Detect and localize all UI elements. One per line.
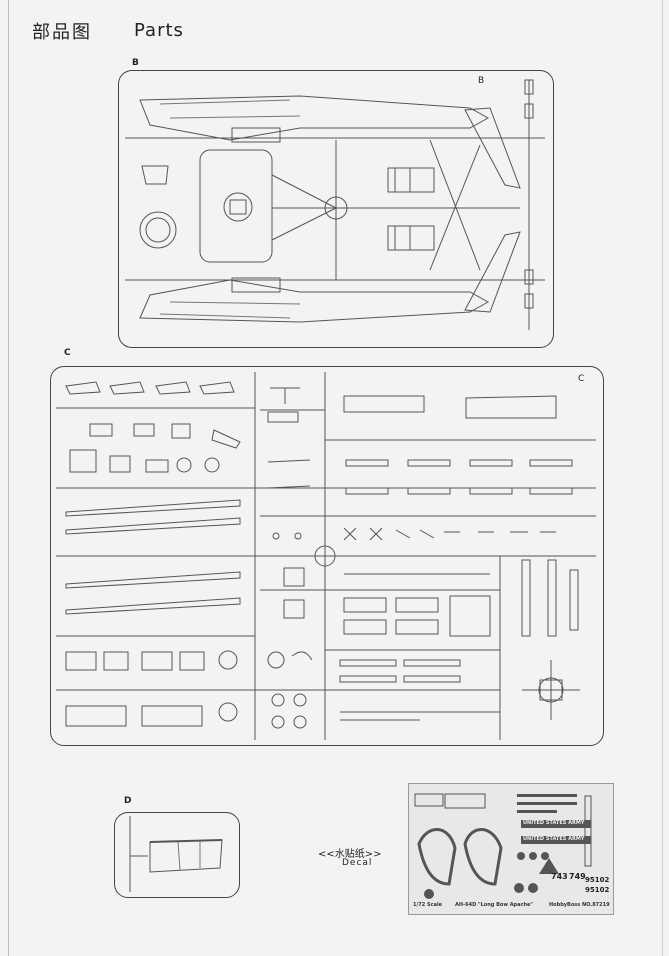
army-text-1: UNITED STATES ARMY [523,820,585,826]
faded-print: · [92,924,95,932]
rotor-blade-1 [65,499,241,517]
rotor-blade-2 [65,517,241,535]
engine-nacelle-2 [387,225,435,251]
sprue-b-frame [118,70,554,348]
decal-artwork [414,793,592,899]
page-title: Parts [134,20,184,41]
aircraft-code-1: 743 [551,872,568,881]
aircraft-code-2: 749 [569,872,586,881]
sprue-d-frame [114,812,240,898]
hellfire-missiles [345,459,573,495]
decal-label: Decal [342,858,373,868]
sprue-c-gate-circle [314,545,336,567]
sprue-b-runner-frame [199,149,273,263]
decal-sheet: UNITED STATES ARMY UNITED STATES ARMY 74… [408,783,614,915]
page-edge [662,0,663,956]
stub-wing [465,395,557,419]
decal-brand: HobbyBoss NO.87219 [549,902,610,908]
decal-model-name: AH-64D "Long Bow Apache" [455,902,534,908]
army-text-2: UNITED STATES ARMY [523,836,585,842]
tail-boom-upper [464,107,521,189]
canopy-part [343,395,425,413]
sprue-b-corner-label: B [478,76,485,86]
binding-edge [8,0,9,956]
sprue-c-label: C [64,348,71,358]
rotor-hub [522,660,580,720]
decal-label-chinese: <<水贴纸>> [318,849,382,860]
engine-nacelle-1 [387,167,435,193]
round-part-small [223,192,253,222]
round-part-large [139,211,177,249]
serial-number-1: 95102 [585,876,610,884]
army-stripe-2 [521,836,591,844]
fuselage-half-lower [139,279,490,323]
small-part-b [141,165,169,185]
page-title-chinese: 部品图 [32,22,92,43]
serial-number-2: 95102 [585,886,610,894]
decal-scale: 1/72 Scale [413,902,443,908]
tail-boom-lower [464,231,521,313]
army-stripe-1 [521,820,591,828]
sprue-c-frame [50,366,604,746]
sprue-d-label: D [124,796,132,806]
sprue-c-corner-label: C [578,374,585,384]
rotor-blade-3 [65,571,241,589]
sprue-b-gate-circle [324,196,348,220]
fuselage-half-upper [139,95,490,141]
sprue-b-label: B [132,58,139,68]
canopy-clear-part [149,839,223,873]
rotor-blade-4 [65,597,241,615]
